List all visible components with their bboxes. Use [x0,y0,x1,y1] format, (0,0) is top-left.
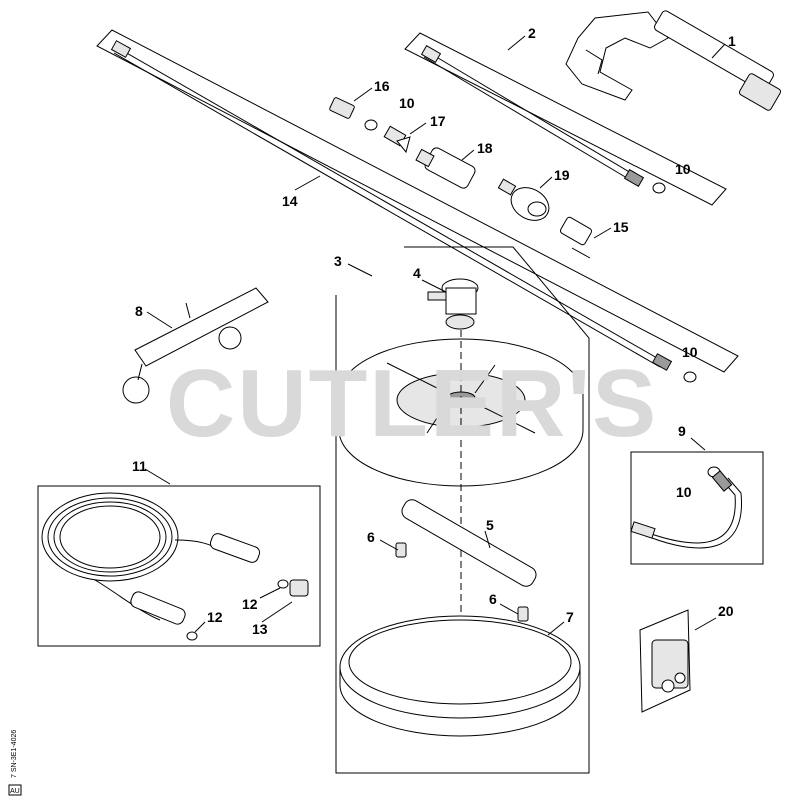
long-lance [110,40,673,371]
o-ring-icon [652,182,666,194]
callout-7: 7 [566,609,574,625]
callout-10a: 10 [399,95,415,111]
quick-coupling [497,178,550,221]
rotary-nozzle [415,147,476,189]
lance-short-panel [404,32,727,206]
patio-cleaner [122,287,269,404]
callout-6a: 6 [367,529,375,545]
rotary-joint [427,278,479,330]
callout-12a: 12 [242,596,258,612]
adapter-fitting [329,97,355,119]
callout-10b: 10 [675,161,691,177]
short-lance [420,44,645,188]
o-ring-icon [364,119,378,131]
callout-19: 19 [554,167,570,183]
connecting-hose [630,470,742,549]
callout-10c: 10 [682,344,698,360]
callout-3: 3 [334,253,342,269]
o-ring-icon [186,631,198,641]
spray-arm [401,499,537,587]
callout-15: 15 [613,219,629,235]
callout-16: 16 [374,78,390,94]
callout-8: 8 [135,303,143,319]
spray-gun [565,10,781,111]
drawing-code: 7 SN-3E1-4026 [11,730,18,778]
callout-11: 11 [132,458,147,474]
connecting-hose-panel [630,451,764,565]
watermark: CUTLER'S [166,350,658,457]
surface-cleaner-panel [335,246,590,774]
angle-fitting [559,216,593,259]
jet-nozzle [517,606,529,622]
callout-4: 4 [413,265,421,281]
callout-18: 18 [477,140,493,156]
callout-1: 1 [728,33,736,49]
callout-13: 13 [252,621,268,637]
callout-6b: 6 [489,591,497,607]
drawing-code-box-label: AU [10,788,20,795]
lance-panel [96,29,739,373]
o-ring-icon [277,579,289,589]
brush-ring [339,615,581,737]
hose-reel [41,492,261,625]
callout-10d: 10 [676,484,692,500]
callout-2: 2 [528,25,536,41]
o-ring-icon [683,371,697,383]
callout-14: 14 [282,193,298,209]
jet-nozzle [395,542,407,558]
wall-bracket [639,609,691,713]
callout-9: 9 [678,423,686,439]
callout-5: 5 [486,517,494,533]
callout-17: 17 [430,113,446,129]
callout-12b: 12 [207,609,223,625]
callout-20: 20 [718,603,734,619]
adapter-nipple [289,579,309,597]
hose-kit-panel [37,485,321,647]
drawing-code-box [8,784,22,796]
nozzle [383,125,411,154]
leader-lines [144,35,726,636]
